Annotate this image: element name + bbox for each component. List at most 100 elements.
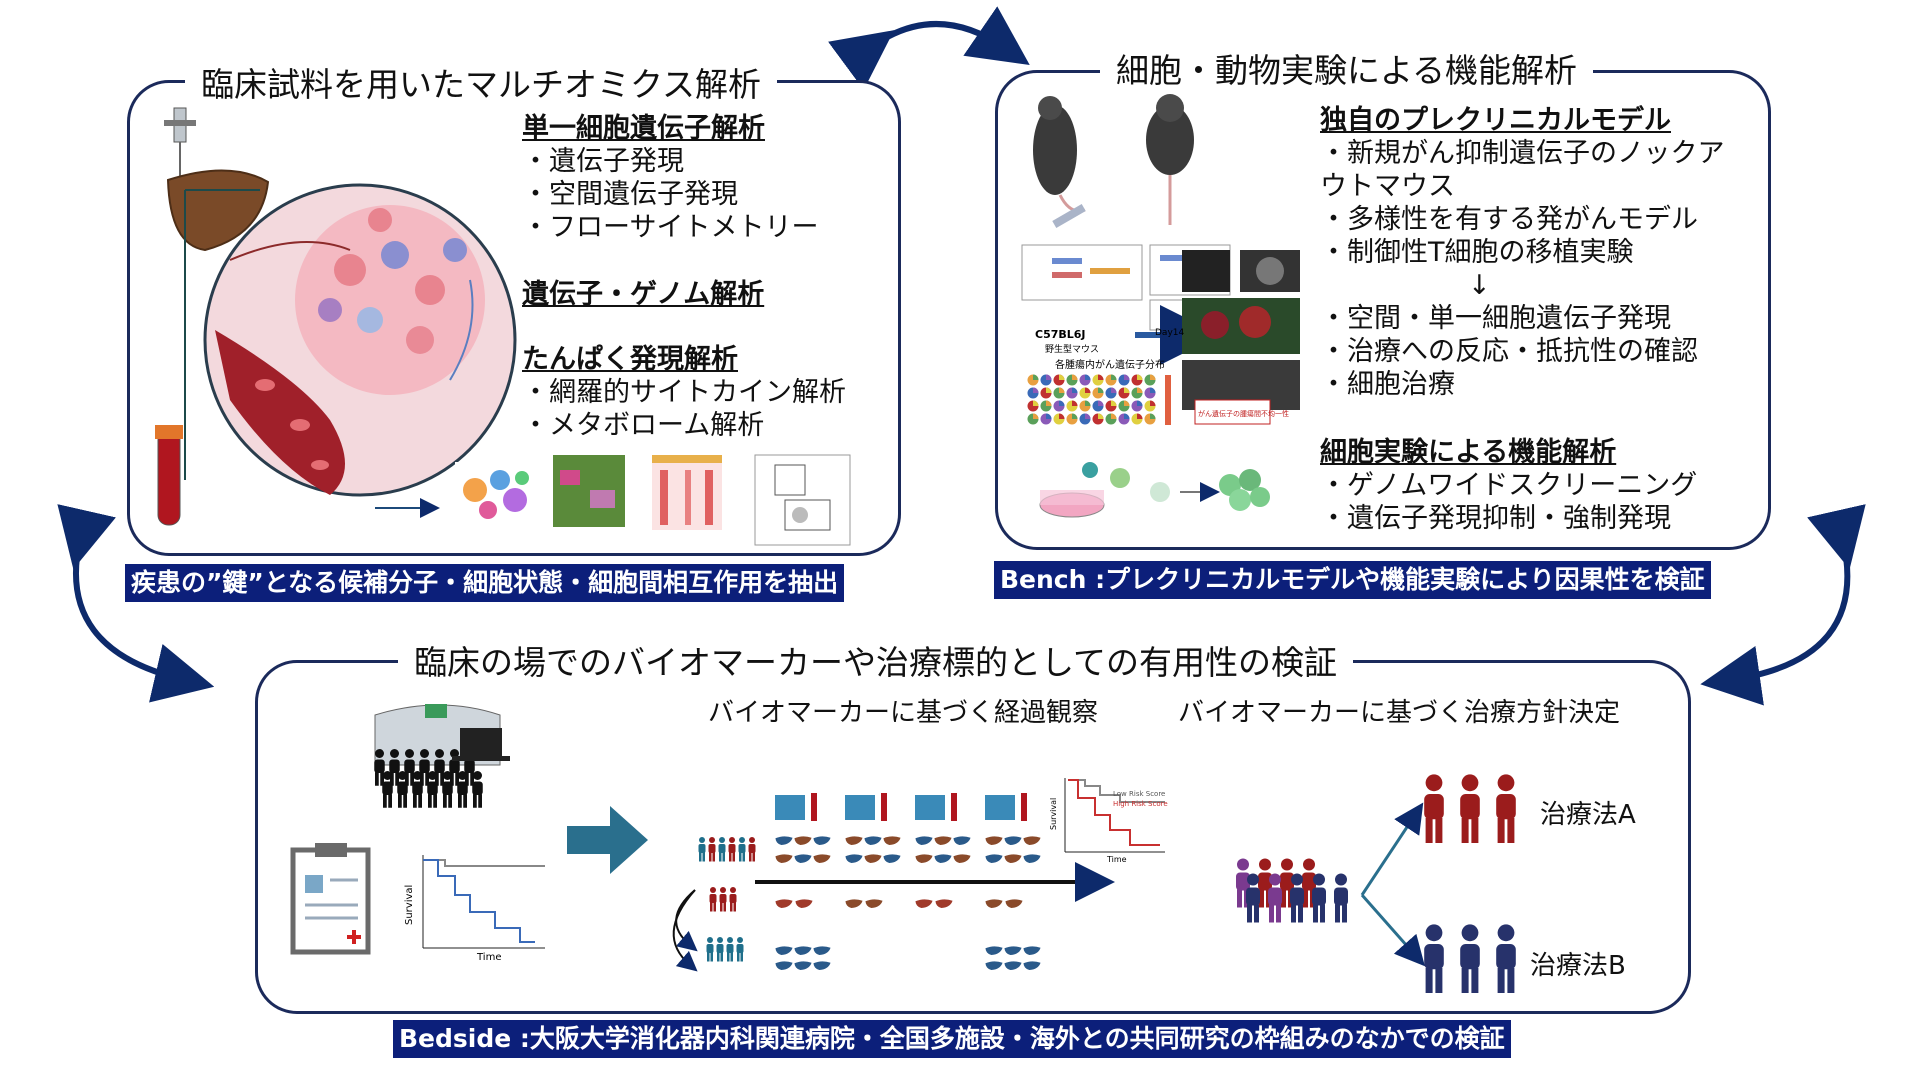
pie-slice: [1124, 387, 1130, 393]
clinical-section-3: たんぱく発現解析 ・網羅的サイトカイン解析 ・メタボローム解析: [522, 343, 846, 442]
ultrasound-icon: [915, 795, 945, 820]
pie-slice: [1150, 374, 1156, 380]
cell-icon: [1150, 482, 1170, 502]
person-icon: [1290, 873, 1304, 923]
pie-slice: [1046, 413, 1052, 419]
list-item: ・多様性を有する発がんモデル: [1320, 204, 1698, 235]
pie-slice: [1072, 400, 1078, 406]
bedside-banner: Bedside :大阪大学消化器内科関連病院・全国多施設・海外との共同研究の枠組…: [393, 1020, 1511, 1058]
liver-icon: [845, 836, 863, 845]
big-right-arrow: [567, 806, 648, 874]
list-item: ウトマウス: [1320, 171, 1455, 202]
clipboard-icon: [290, 843, 371, 955]
list-item: ・治療への反応・抵抗性の確認: [1320, 336, 1698, 367]
liver-icon: [813, 961, 831, 970]
person-icon: [419, 749, 430, 786]
liver-icon: [775, 899, 793, 908]
section-heading: 独自のプレクリニカルモデル: [1320, 105, 1671, 136]
person-icon: [449, 749, 460, 786]
blood-tube-icon: [951, 793, 957, 821]
blood-tube-icon: [881, 793, 887, 821]
low-risk-label: Low Risk Score: [1113, 790, 1165, 798]
blood-tube-icon: [155, 425, 183, 526]
person-icon: [748, 837, 756, 862]
person-icon: [404, 749, 415, 786]
pie-slice: [1072, 387, 1078, 393]
person-icon: [1460, 774, 1480, 843]
pie-slice: [1033, 413, 1039, 419]
section-heading: たんぱく発現解析: [522, 344, 738, 375]
person-icon: [1334, 873, 1348, 923]
liver-icon: [864, 854, 882, 863]
person-icon: [382, 771, 393, 808]
ultrasound-icon: [775, 795, 805, 820]
person-icon: [708, 837, 716, 862]
clinical-section-2: 遺伝子・ゲノム解析: [522, 278, 764, 311]
distribution-title: 各腫瘍内がん遺伝子分布: [1055, 358, 1165, 371]
ultrasound-icon: [845, 795, 875, 820]
clinical-banner: 疾患の”鍵”となる候補分子・細胞状態・細胞間相互作用を抽出: [125, 564, 845, 602]
pie-slice: [1124, 413, 1130, 419]
pie-slice: [1150, 413, 1156, 419]
pie-slice: [1150, 387, 1156, 393]
section-heading: 遺伝子・ゲノム解析: [522, 279, 765, 310]
treatment-b-label: 治療法B: [1530, 951, 1626, 981]
liver-icon: [985, 946, 1003, 955]
pie-slice: [1046, 374, 1052, 380]
liver-icon: [845, 899, 863, 908]
list-item: ・遺伝子発現抑制・強制発現: [1320, 503, 1671, 534]
person-icon: [427, 771, 438, 808]
liver-icon: [934, 854, 952, 863]
pie-slice: [1150, 400, 1156, 406]
liver-icon: [794, 836, 812, 845]
tissue-section-icon: [203, 183, 517, 497]
syringe-icon: [1052, 204, 1086, 228]
liver-icon: [915, 836, 933, 845]
pie-slice: [1137, 413, 1143, 419]
pie-slice: [1033, 387, 1039, 393]
note-box-text: がん遺伝子の腫瘍間不均一性: [1198, 409, 1289, 418]
person-icon: [389, 749, 400, 786]
flow-cytometry-icon: [754, 454, 851, 546]
right-cycle-arrow: [1700, 504, 1866, 706]
pie-slice: [1111, 374, 1117, 380]
pie-slice: [1085, 413, 1091, 419]
pie-slice: [1059, 413, 1065, 419]
bench-section-2: 細胞実験による機能解析 ・ゲノムワイドスクリーニング ・遺伝子発現抑制・強制発現: [1320, 436, 1697, 535]
top-cycle-arrow: [828, 6, 1030, 90]
clinical-section-1: 単一細胞遺伝子解析 ・遺伝子発現 ・空間遺伝子発現 ・フローサイトメトリー: [522, 112, 818, 244]
ultrasound-icon: [985, 795, 1015, 820]
section-heading: 単一細胞遺伝子解析: [522, 113, 765, 144]
liver-icon: [1004, 836, 1022, 845]
survival-ylabel: Survival: [404, 885, 415, 925]
pie-slice: [1033, 374, 1039, 380]
pie-slice: [1124, 374, 1130, 380]
liver-icon: [1023, 961, 1041, 970]
pie-slice: [1072, 413, 1078, 419]
person-icon: [728, 837, 736, 862]
pie-slice: [1137, 387, 1143, 393]
pie-slice: [1085, 387, 1091, 393]
liver-icon: [985, 854, 1003, 863]
bedside-panel-title: 臨床の場でのバイオマーカーや治療標的としての有用性の検証: [398, 636, 1354, 684]
time-label: Time: [1106, 855, 1127, 864]
pie-slice: [1098, 387, 1104, 393]
liver-icon: [1004, 961, 1022, 970]
liver-icon: [985, 899, 1003, 908]
liver-icon: [1004, 854, 1022, 863]
person-icon: [736, 937, 744, 962]
list-item: ・フローサイトメトリー: [522, 212, 819, 243]
pie-slice: [1124, 400, 1130, 406]
pie-slice: [1059, 374, 1065, 380]
time-label: Time: [476, 952, 501, 963]
bench-banner: Bench :プレクリニカルモデルや機能実験により因果性を検証: [994, 561, 1711, 599]
petri-dish-icon: [1039, 490, 1105, 518]
liver-icon: [813, 854, 831, 863]
person-icon: [457, 771, 468, 808]
cell-icon: [1082, 462, 1098, 478]
person-icon: [1424, 774, 1444, 843]
liver-icon: [1004, 946, 1022, 955]
blood-tube-icon: [811, 793, 817, 821]
